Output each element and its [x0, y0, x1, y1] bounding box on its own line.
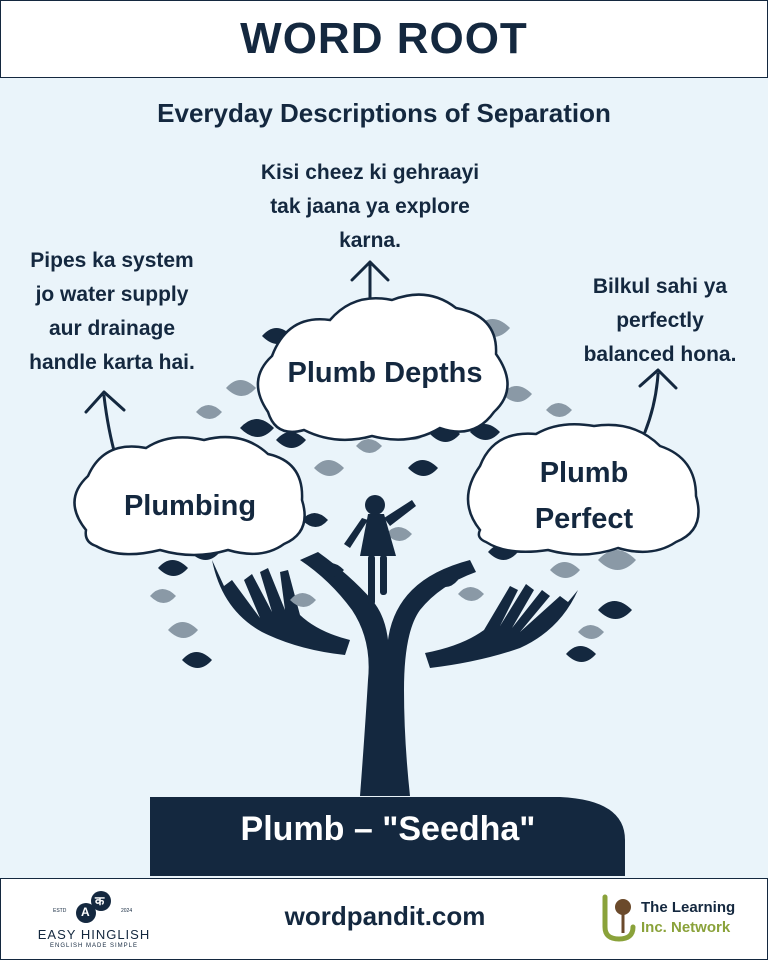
learning-inc-logo: The Learning Inc. Network — [599, 891, 759, 947]
leaf — [168, 622, 198, 638]
leaf — [598, 601, 632, 619]
leaf — [150, 589, 176, 603]
footer-bar: A क ESTD 2024 EASY HINGLISH ENGLISH MADE… — [0, 878, 768, 960]
leaves-dark — [158, 328, 632, 668]
leaf — [598, 550, 636, 570]
description-plumb-perfect: Bilkul sahi ya perfectly balanced hona. — [583, 275, 737, 366]
logo-estd: ESTD — [53, 908, 67, 914]
header-bar: WORD ROOT — [0, 0, 768, 78]
leaf — [458, 587, 484, 601]
logo-glyph-a: A — [81, 905, 90, 919]
page-title: WORD ROOT — [240, 14, 528, 63]
cloud-label-plumb-depths: Plumb Depths — [287, 357, 483, 389]
leaf — [240, 419, 274, 437]
logo-text-line2: Inc. Network — [641, 919, 731, 936]
arrow-up-right — [638, 368, 678, 434]
leaf — [158, 560, 188, 576]
logo-glyph-k: क — [95, 894, 105, 908]
chat-bubbles-icon — [76, 891, 111, 923]
description-plumbing: Pipes ka system jo water supply aur drai… — [29, 249, 195, 374]
logo-tagline: ENGLISH MADE SIMPLE — [49, 943, 139, 949]
leaf — [502, 386, 532, 402]
cloud-plumb-depths — [256, 293, 509, 442]
leaf — [546, 403, 572, 417]
leaf — [290, 593, 316, 607]
leaf — [408, 460, 438, 476]
easy-hinglish-logo: A क ESTD 2024 EASY HINGLISH ENGLISH MADE… — [29, 887, 159, 953]
root-word-label: Plumb – "Seedha" — [240, 810, 536, 848]
ground-mound — [150, 797, 625, 876]
tree-trunk — [300, 552, 476, 796]
logo-text-line1: The Learning — [641, 899, 736, 916]
leaf — [226, 380, 256, 396]
leaf — [356, 439, 382, 453]
leaf — [386, 527, 412, 541]
description-plumb-depths: Kisi cheez ki gehraayi tak jaana ya expl… — [260, 161, 480, 252]
leaf — [318, 563, 344, 577]
child-silhouette — [344, 495, 416, 605]
tree-u-icon — [602, 894, 636, 942]
right-hand — [425, 584, 578, 668]
leaf — [276, 432, 306, 448]
leaf — [196, 405, 222, 419]
logo-name: EASY HINGLISH — [37, 927, 151, 942]
subtitle: Everyday Descriptions of Separation — [157, 98, 611, 128]
cloud-plumb-perfect — [466, 423, 700, 556]
left-hand — [212, 560, 350, 655]
cloud-label-plumb-perfect: Plumb Perfect — [534, 457, 634, 535]
cloud-plumbing — [73, 435, 306, 557]
leaf — [578, 625, 604, 639]
leaf — [432, 573, 458, 587]
cloud-label-plumbing: Plumbing — [123, 490, 257, 522]
leaf — [302, 513, 328, 527]
logo-year: 2024 — [121, 908, 133, 914]
leaf — [314, 460, 344, 476]
leaf — [550, 562, 580, 578]
tree-illustration — [73, 260, 700, 876]
leaf — [182, 652, 212, 668]
leaf — [566, 646, 596, 662]
website-url[interactable]: wordpandit.com — [284, 901, 486, 931]
